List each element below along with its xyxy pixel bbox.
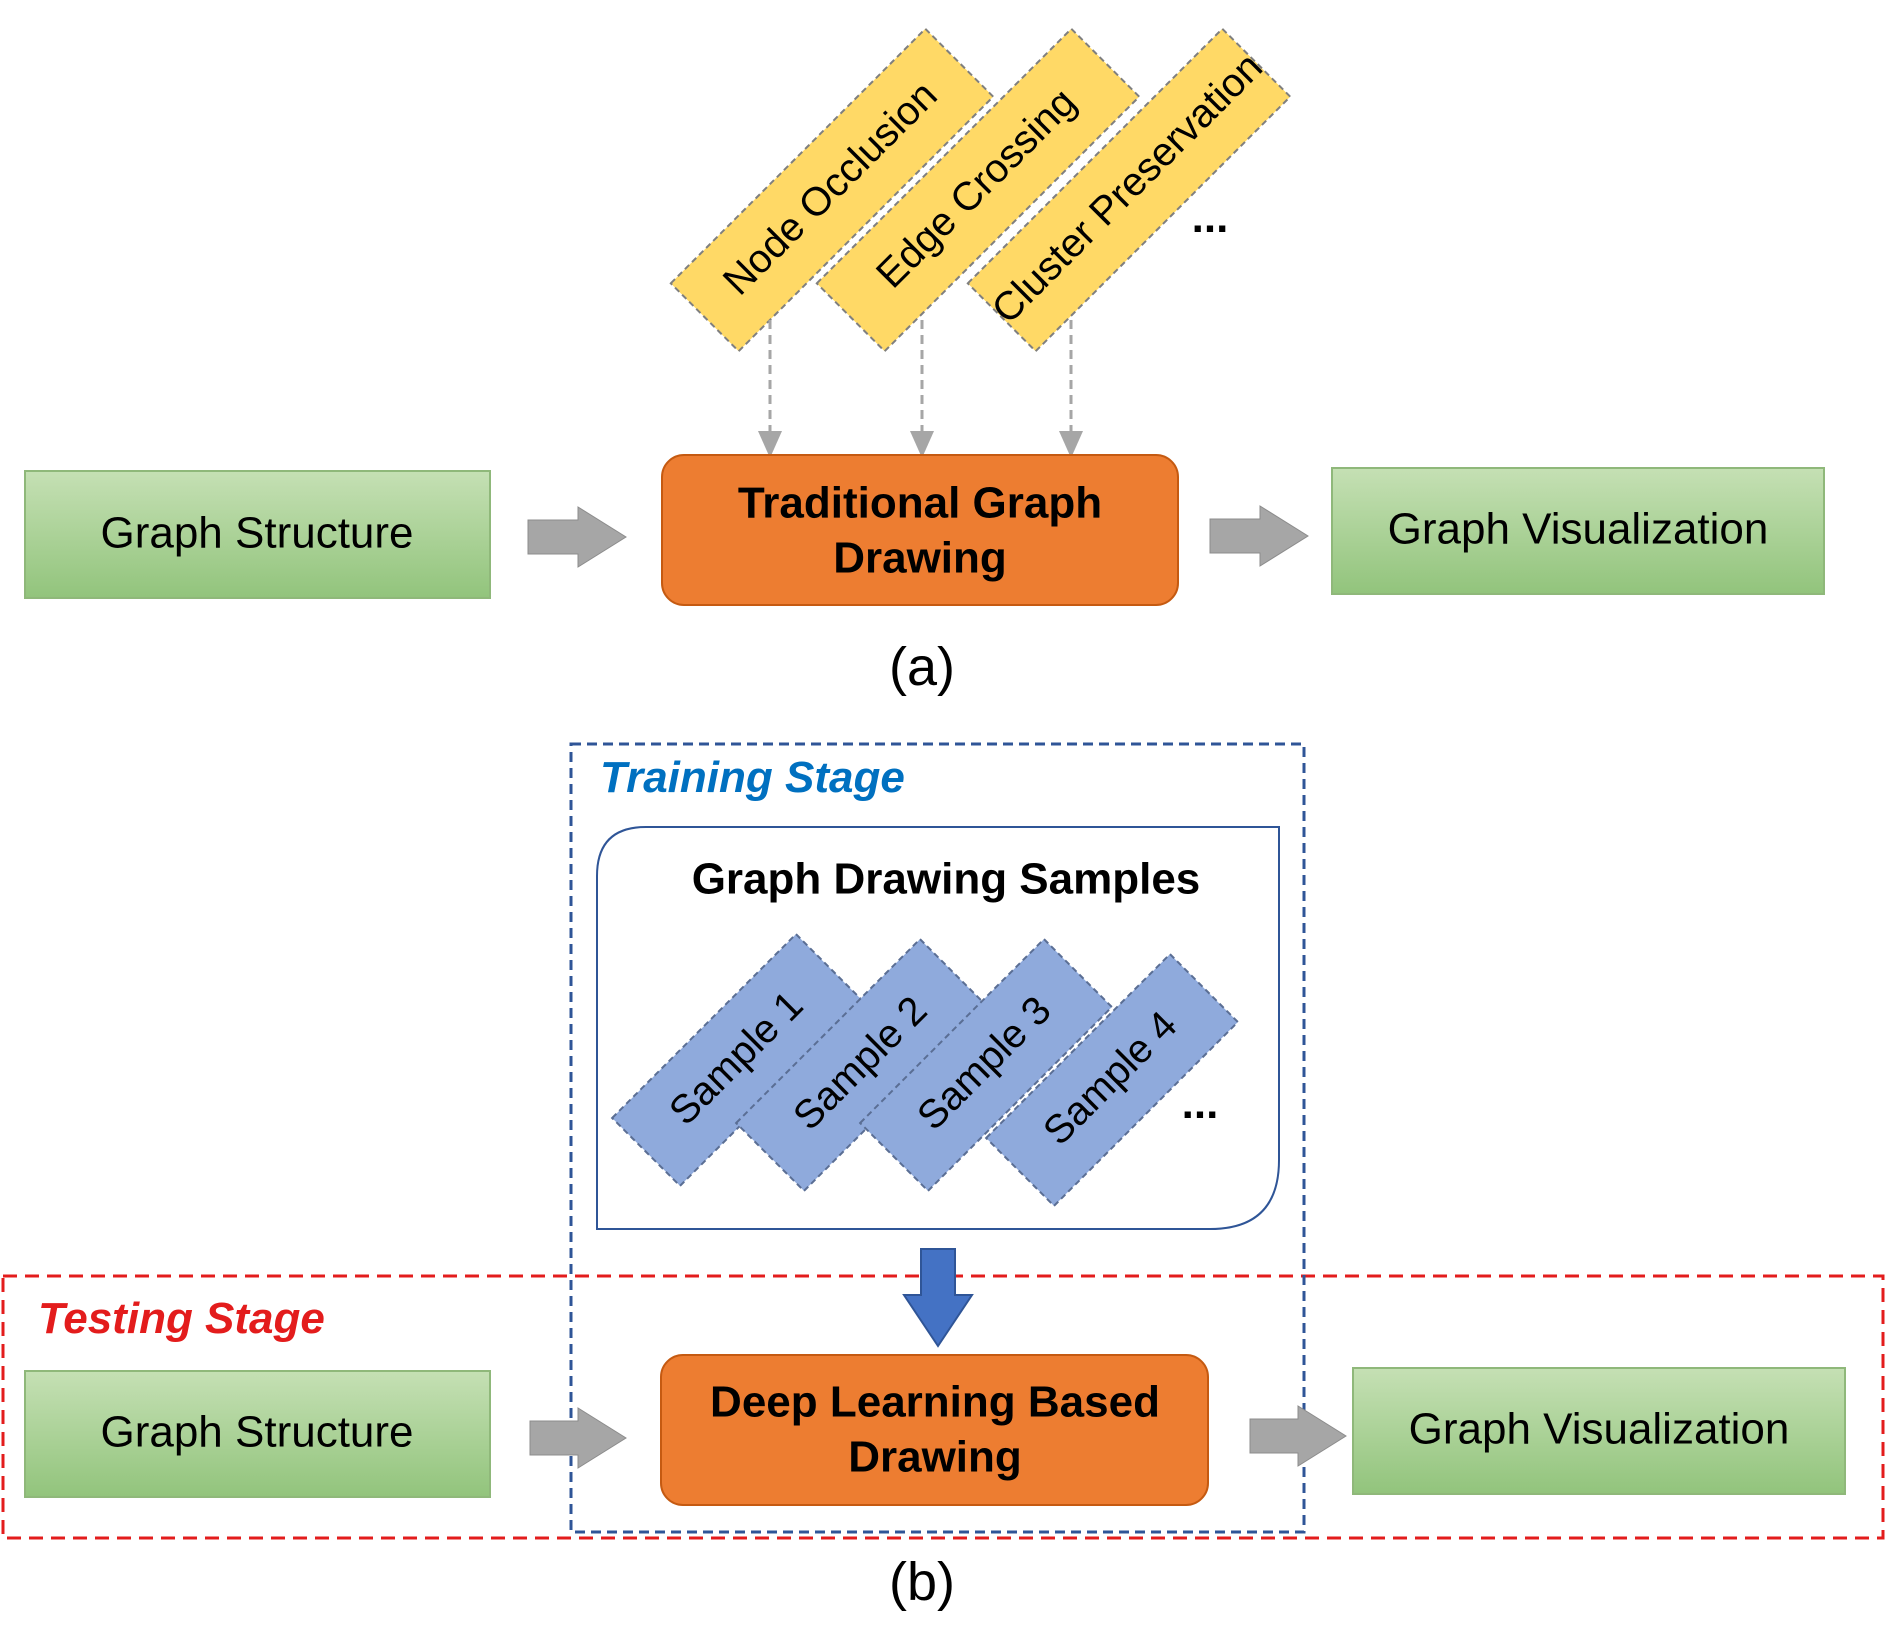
flow-arrow xyxy=(1209,505,1309,567)
method-box-traditional: Traditional Graph Drawing xyxy=(661,454,1179,606)
part-a: Node Occlusion Edge Crossing Cluster Pre… xyxy=(24,27,1825,697)
input-box-graph-structure: Graph Structure xyxy=(24,1370,491,1498)
testing-stage-frame xyxy=(1,1274,1885,1540)
output-box-graph-visualization: Graph Visualization xyxy=(1352,1367,1846,1495)
method-label-line1: Deep Learning Based xyxy=(710,1378,1160,1427)
method-box-deep-learning: Deep Learning Based Drawing xyxy=(660,1354,1209,1506)
training-to-model-arrow xyxy=(902,1248,974,1348)
caption-a: (a) xyxy=(889,637,955,697)
flow-arrow xyxy=(527,506,627,568)
method-label-line2: Drawing xyxy=(833,534,1007,583)
input-label: Graph Structure xyxy=(100,1408,413,1457)
testing-stage-label: Testing Stage xyxy=(38,1294,325,1343)
samples-ellipsis: ... xyxy=(1182,1079,1219,1128)
criteria-connectors xyxy=(758,320,1083,458)
flow-arrow xyxy=(1249,1405,1347,1467)
method-label-line1: Traditional Graph xyxy=(738,479,1102,528)
training-stage-label: Training Stage xyxy=(600,753,905,802)
training-stage-frame xyxy=(569,742,1306,1534)
flow-arrow xyxy=(529,1407,627,1469)
output-label: Graph Visualization xyxy=(1388,505,1769,554)
method-label-line2: Drawing xyxy=(848,1433,1022,1482)
caption-b: (b) xyxy=(889,1552,955,1612)
output-label: Graph Visualization xyxy=(1409,1405,1790,1454)
criteria-ellipsis: ... xyxy=(1192,193,1229,242)
input-label: Graph Structure xyxy=(100,509,413,558)
samples-title: Graph Drawing Samples xyxy=(692,855,1201,904)
part-b: Testing Stage Training Stage Graph Drawi… xyxy=(1,742,1885,1612)
output-box-graph-visualization: Graph Visualization xyxy=(1331,467,1825,595)
input-box-graph-structure: Graph Structure xyxy=(24,470,491,599)
